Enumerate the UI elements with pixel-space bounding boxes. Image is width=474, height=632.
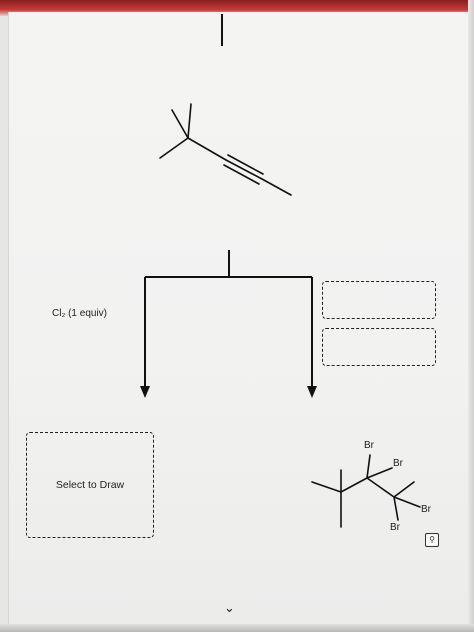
- magnifier-icon[interactable]: ⚲: [425, 533, 439, 547]
- bromine-label-3: Br: [421, 504, 431, 515]
- right-arrowhead: [307, 386, 317, 398]
- screen-bezel-bottom: [0, 624, 474, 632]
- bromine-label-1: Br: [364, 440, 374, 451]
- bromine-label-2: Br: [393, 458, 403, 469]
- scroll-rail: [468, 0, 474, 632]
- bromine-label-4: Br: [390, 522, 400, 533]
- reagent-label: Cl₂ (1 equiv): [52, 308, 108, 319]
- magnifier-glyph: ⚲: [429, 535, 435, 544]
- product-molecule: [311, 454, 421, 528]
- reaction-arrows: [144, 250, 313, 388]
- chevron-glyph: ⌄: [224, 600, 235, 615]
- select-to-draw-label: Select to Draw: [55, 479, 125, 491]
- select-to-draw-box[interactable]: Select to Draw: [26, 432, 154, 538]
- left-arrowhead: [140, 386, 150, 398]
- chevron-down-icon[interactable]: ⌄: [224, 600, 235, 616]
- answer-box-lower[interactable]: [322, 328, 436, 366]
- starting-material-molecule: [159, 103, 292, 196]
- answer-box-upper[interactable]: [322, 281, 436, 319]
